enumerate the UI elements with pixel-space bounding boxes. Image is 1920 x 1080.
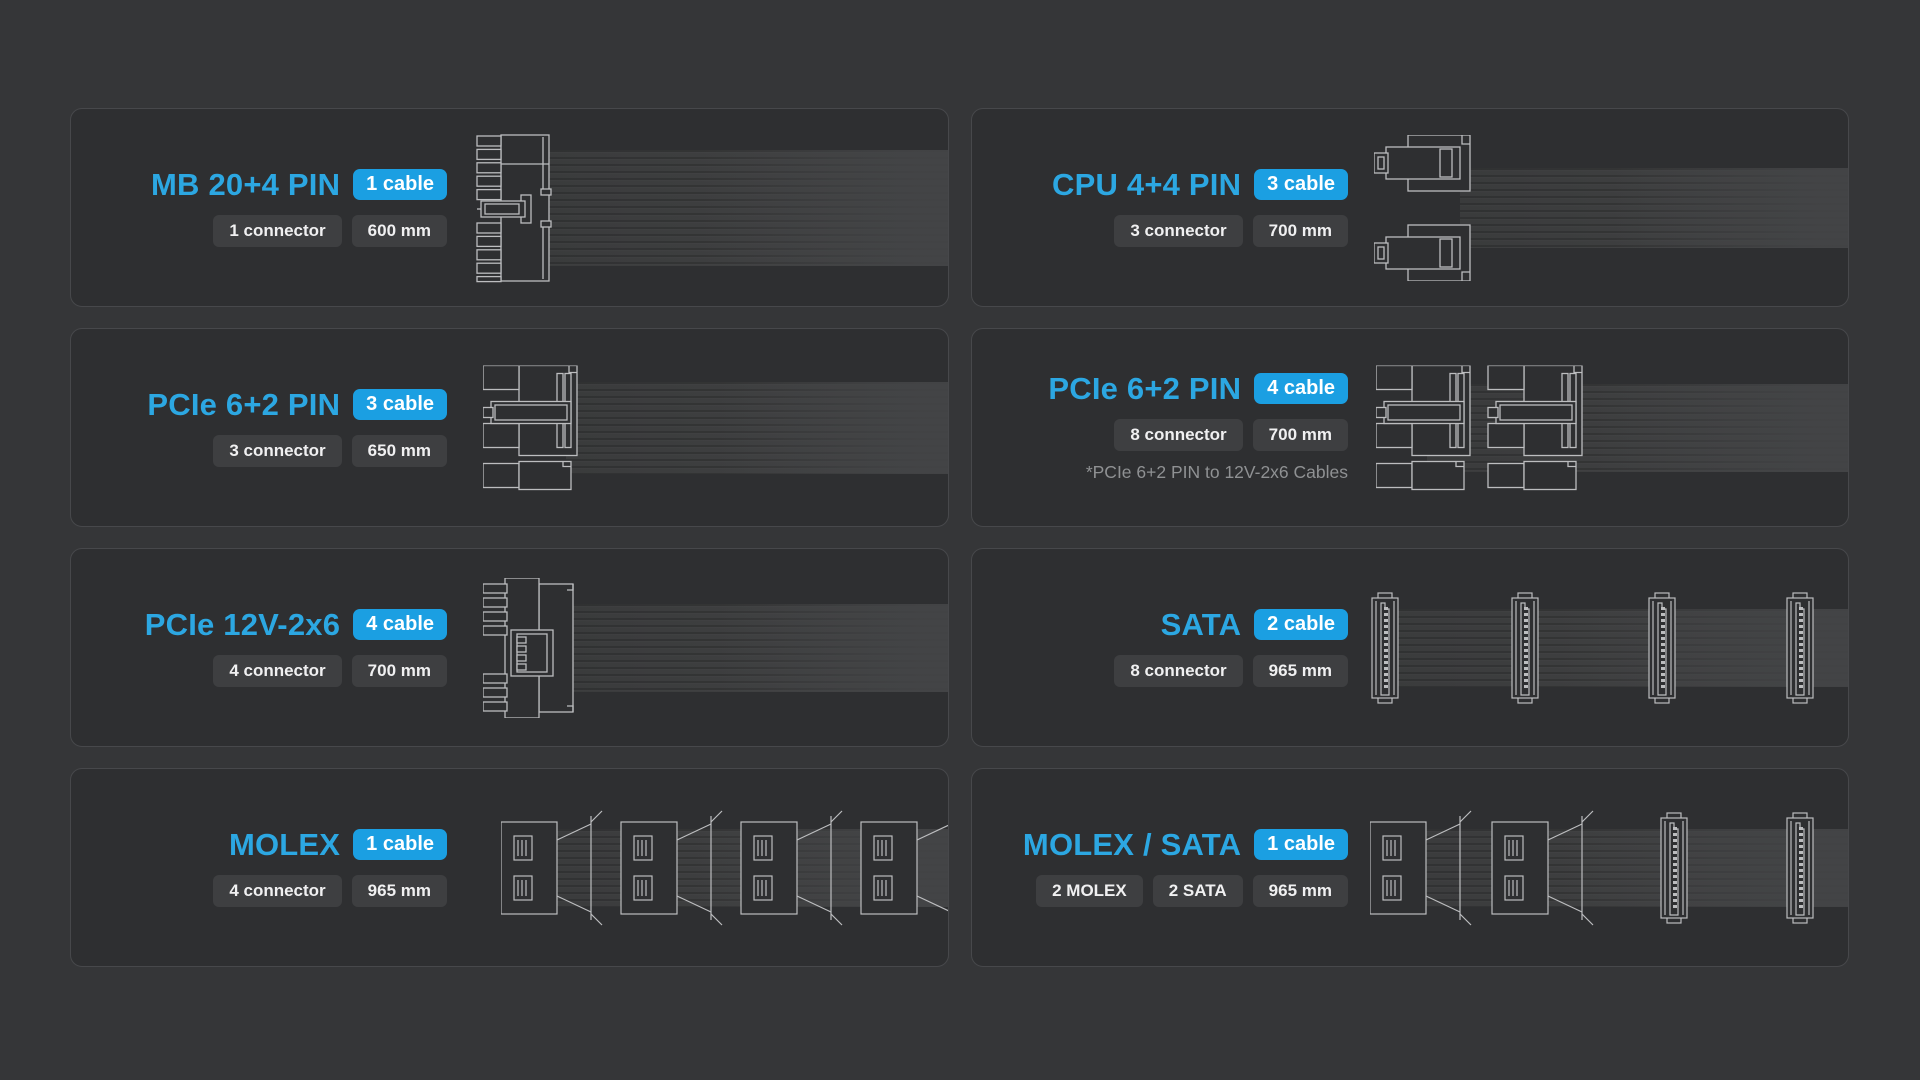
connector-count-badge: 8 connector: [1114, 419, 1243, 452]
card-text: PCIe 12V-2x6 4 cable 4 connector 700 mm: [71, 549, 447, 746]
connector-count-badge: 3 connector: [1114, 214, 1243, 247]
cable-count-badge: 1 cable: [353, 828, 447, 860]
card-molex-sata: MOLEX / SATA 1 cable 2 MOLEX 2 SATA 965 …: [971, 768, 1849, 967]
length-badge: 700 mm: [1252, 214, 1348, 247]
pcie-6plus2-dual-connector-icon: [1376, 365, 1588, 490]
card-text: MOLEX 1 cable 4 connector 965 mm: [71, 769, 447, 966]
card-text: MOLEX / SATA 1 cable 2 MOLEX 2 SATA 965 …: [972, 769, 1348, 966]
card-title: MOLEX: [228, 826, 341, 862]
length-badge: 965 mm: [1252, 874, 1348, 907]
card-title: PCIe 6+2 PIN: [147, 386, 341, 422]
card-molex: MOLEX 1 cable 4 connector 965 mm: [70, 768, 949, 967]
card-title: MB 20+4 PIN: [151, 166, 341, 202]
atx-24pin-connector-icon: [475, 133, 567, 283]
cable-ribbon: [1372, 828, 1848, 907]
length-badge: 700 mm: [351, 654, 447, 687]
card-sata: SATA 2 cable 8 connector 965 mm: [971, 548, 1849, 747]
card-title: SATA: [1160, 606, 1242, 642]
footnote: *PCIe 6+2 PIN to 12V-2x6 Cables: [1085, 462, 1348, 483]
molex-connectors-icon: [501, 809, 948, 926]
length-badge: 650 mm: [351, 434, 447, 467]
cable-count-badge: 4 cable: [353, 608, 447, 640]
cable-count-badge: 4 cable: [1254, 373, 1348, 405]
cable-ribbon: [1372, 608, 1848, 687]
card-mb-20-4-pin: MB 20+4 PIN 1 cable 1 connector 600 mm: [70, 108, 949, 307]
cable-spec-grid: MB 20+4 PIN 1 cable 1 connector 600 mm: [70, 108, 1849, 967]
molex-sata-connectors-icon: [1370, 809, 1830, 926]
connector-count-badge: 4 connector: [213, 654, 342, 687]
card-pcie-6-2-pin-3cable: PCIe 6+2 PIN 3 cable 3 connector 650 mm: [70, 328, 949, 527]
cable-ribbon: [569, 603, 948, 692]
sata-connectors-icon: [1370, 591, 1830, 704]
cable-ribbon: [541, 149, 948, 266]
length-badge: 700 mm: [1252, 419, 1348, 452]
card-pcie-6-2-pin-4cable: PCIe 6+2 PIN 4 cable 8 connector 700 mm …: [971, 328, 1849, 527]
cable-count-badge: 3 cable: [353, 388, 447, 420]
cable-ribbon: [566, 381, 948, 474]
card-text: PCIe 6+2 PIN 4 cable 8 connector 700 mm …: [972, 329, 1348, 526]
connector-count-badge: 4 connector: [213, 874, 342, 907]
card-title: PCIe 6+2 PIN: [1048, 371, 1242, 407]
length-badge: 965 mm: [351, 874, 447, 907]
card-text: CPU 4+4 PIN 3 cable 3 connector 700 mm: [972, 109, 1348, 306]
length-badge: 600 mm: [351, 214, 447, 247]
card-title: MOLEX / SATA: [1022, 826, 1242, 862]
cable-count-badge: 3 cable: [1254, 168, 1348, 200]
cable-count-badge: 1 cable: [1254, 828, 1348, 860]
length-badge: 965 mm: [1252, 654, 1348, 687]
card-title: PCIe 12V-2x6: [144, 606, 341, 642]
molex-count-badge: 2 MOLEX: [1036, 874, 1143, 907]
card-title: CPU 4+4 PIN: [1052, 166, 1242, 202]
cable-count-badge: 2 cable: [1254, 608, 1348, 640]
sata-count-badge: 2 SATA: [1152, 874, 1243, 907]
card-text: MB 20+4 PIN 1 cable 1 connector 600 mm: [71, 109, 447, 306]
connector-count-badge: 3 connector: [213, 434, 342, 467]
pcie-6plus2-connector-icon: [483, 365, 583, 490]
cable-ribbon: [1460, 167, 1848, 248]
card-text: SATA 2 cable 8 connector 965 mm: [972, 549, 1348, 746]
card-text: PCIe 6+2 PIN 3 cable 3 connector 650 mm: [71, 329, 447, 526]
card-pcie-12v-2x6: PCIe 12V-2x6 4 cable 4 connector 700 mm: [70, 548, 949, 747]
connector-count-badge: 8 connector: [1114, 654, 1243, 687]
connector-count-badge: 1 connector: [213, 214, 342, 247]
cable-count-badge: 1 cable: [353, 168, 447, 200]
card-cpu-4-4-pin: CPU 4+4 PIN 3 cable 3 connector 700 mm: [971, 108, 1849, 307]
pcie-12v2x6-connector-icon: [483, 577, 578, 718]
eps-4plus4-connector-icon: [1374, 134, 1474, 281]
